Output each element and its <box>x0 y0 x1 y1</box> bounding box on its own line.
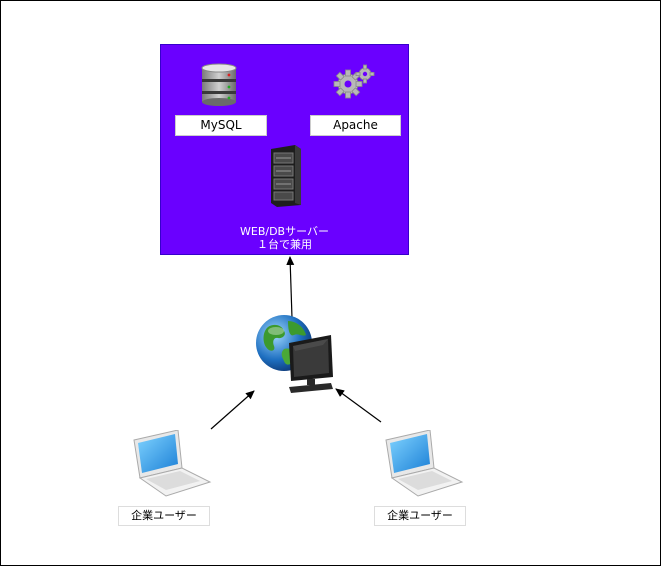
apache-label: Apache <box>310 115 401 136</box>
left-user-label: 企業ユーザー <box>118 506 210 526</box>
arrow-left-user <box>210 390 255 430</box>
server-caption-line1: WEB/DBサーバー <box>240 225 329 238</box>
database-icon <box>201 63 237 106</box>
gears-icon <box>333 64 375 99</box>
mysql-label: MySQL <box>175 115 267 136</box>
server-caption: WEB/DBサーバー １台で兼用 <box>160 225 409 251</box>
server-rack-icon <box>271 145 301 207</box>
arrow-right-user <box>335 388 382 423</box>
server-caption-line2: １台で兼用 <box>257 238 312 251</box>
laptop-icon <box>385 430 464 497</box>
right-user-label: 企業ユーザー <box>374 506 466 526</box>
arrow-to-server <box>286 256 295 319</box>
monitor-icon <box>289 335 333 393</box>
laptop-icon <box>133 430 212 497</box>
